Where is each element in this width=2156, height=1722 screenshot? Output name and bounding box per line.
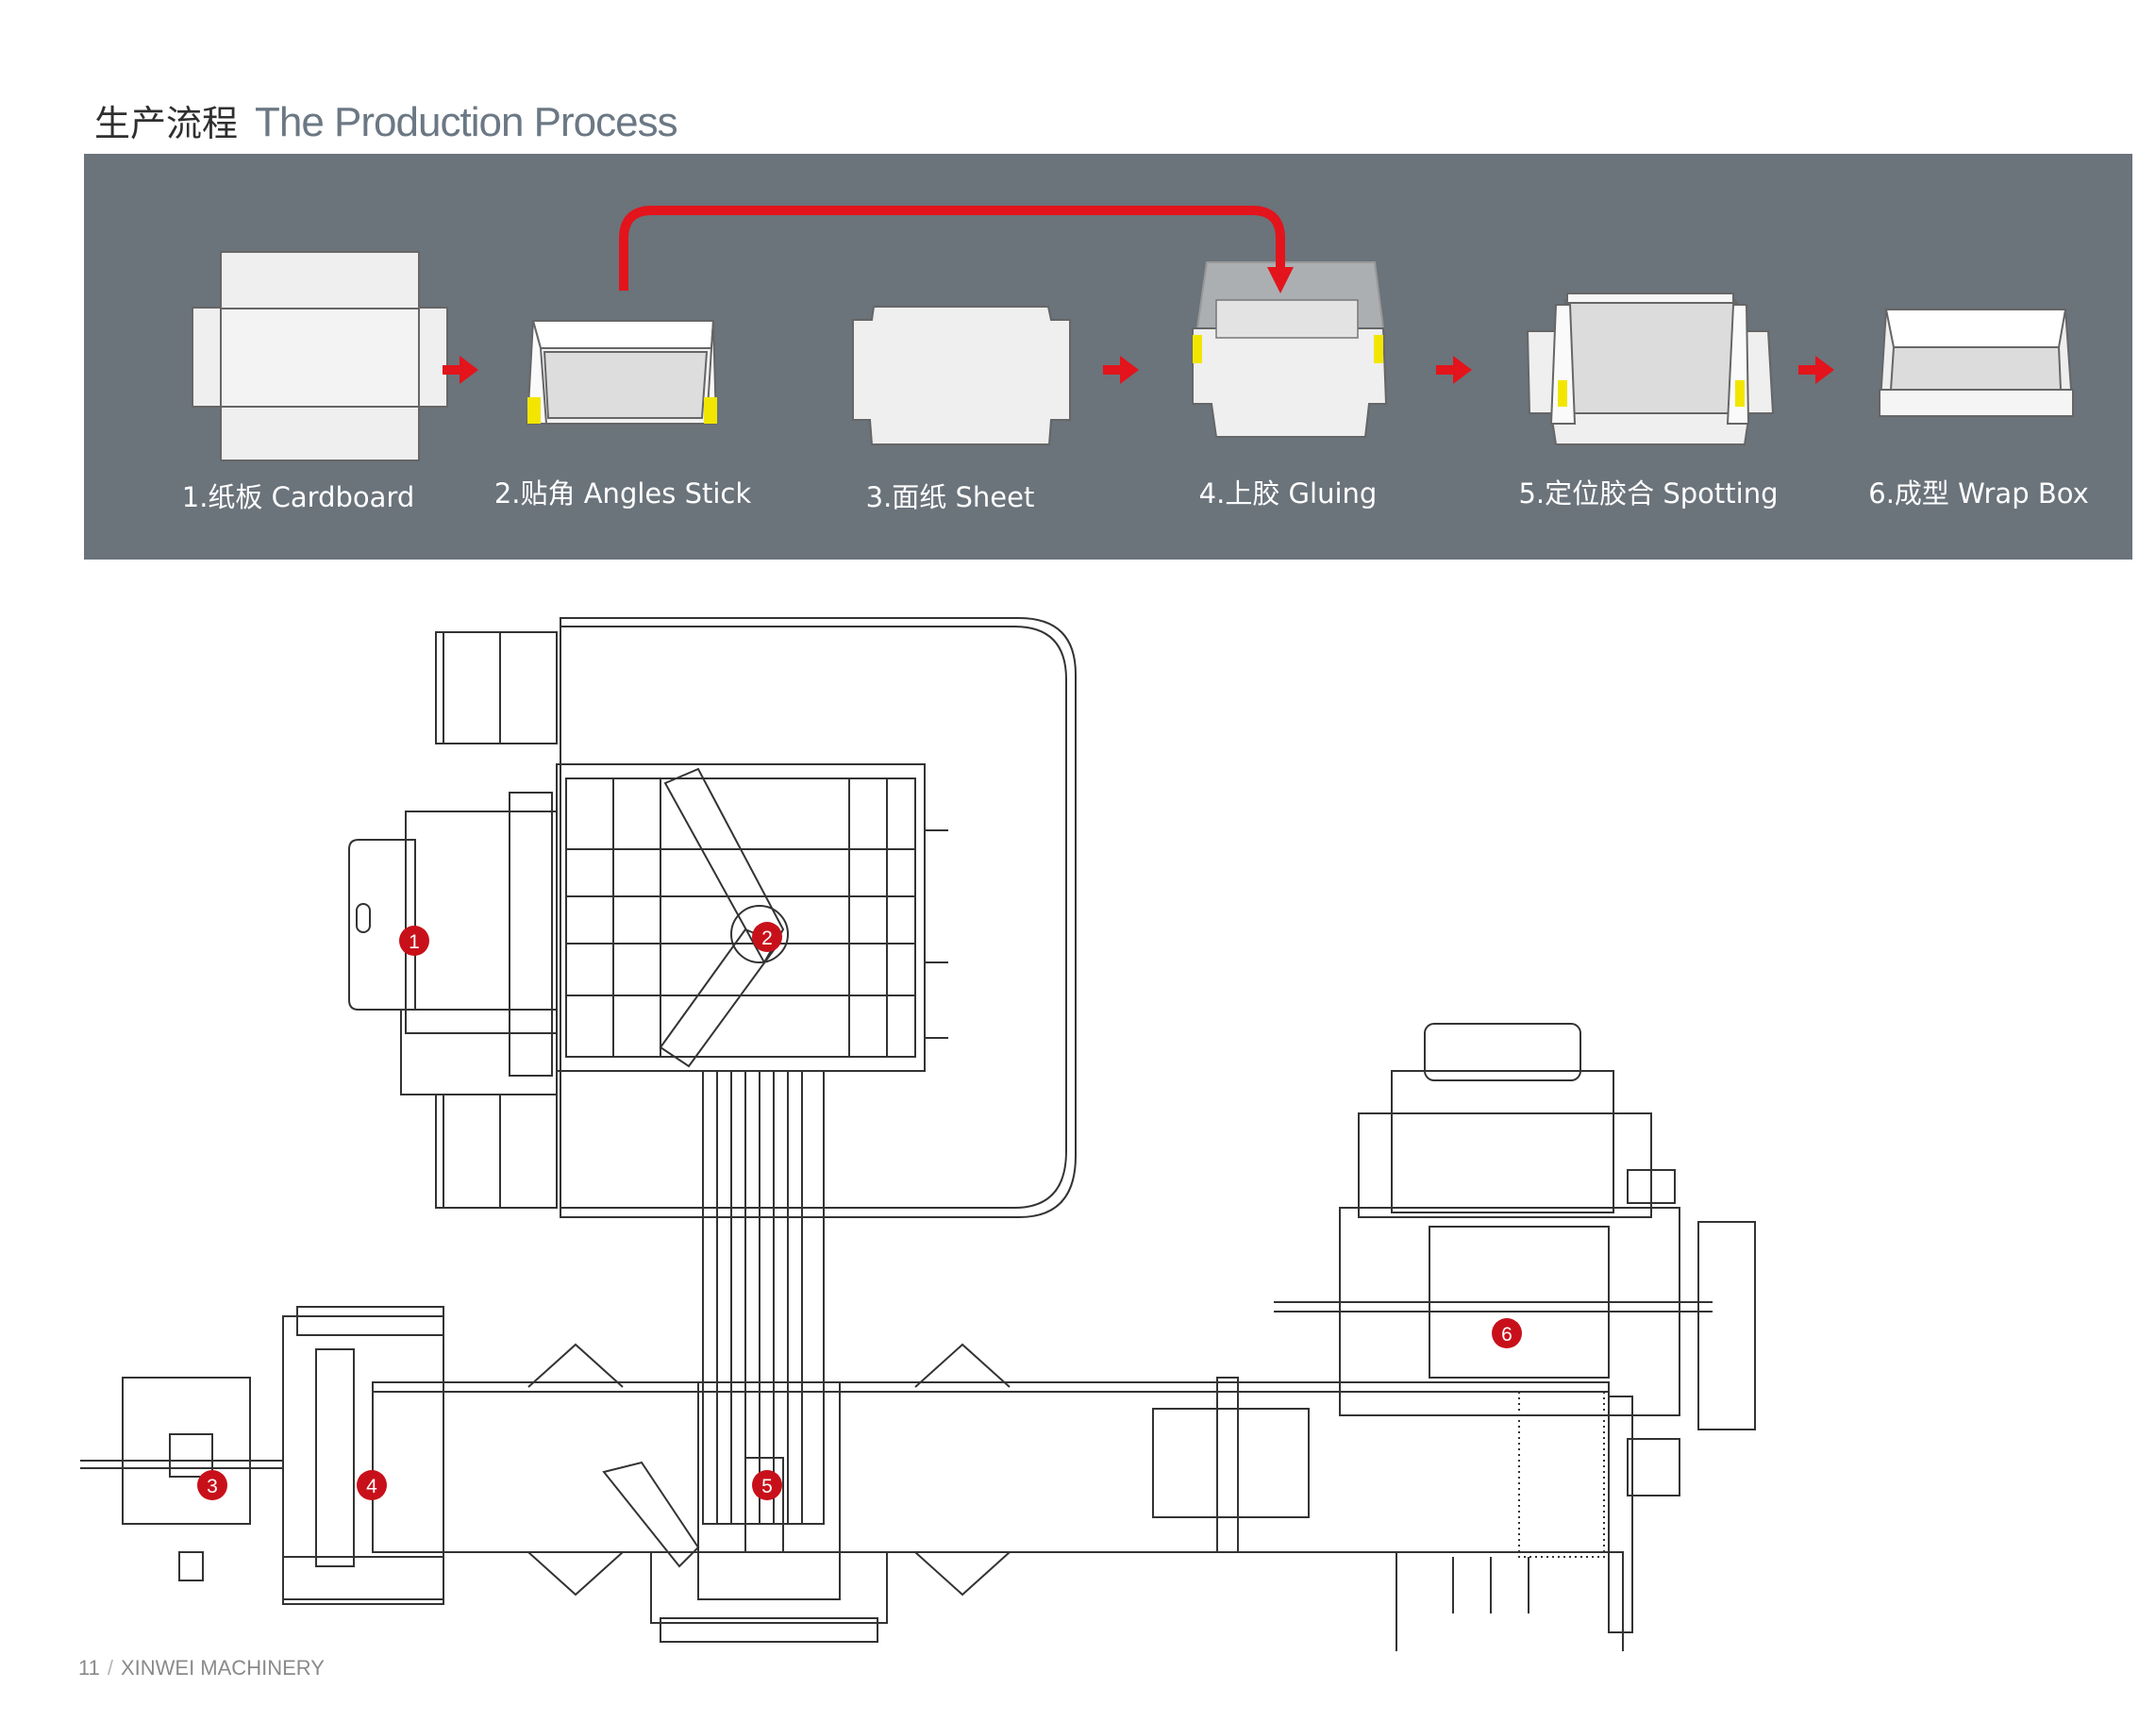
svg-text:2: 2 (761, 928, 773, 949)
svg-text:4: 4 (366, 1476, 377, 1497)
spotting-icon (1526, 293, 1775, 445)
feeder-unit (348, 617, 1077, 1218)
wrap-box-icon (1878, 309, 2075, 417)
step-label-sheet: 3.面纸 Sheet (865, 481, 1035, 513)
title-english: The Production Process (255, 99, 678, 145)
main-conveyor (372, 1343, 1610, 1597)
flow-arrow-1 (443, 356, 478, 384)
gluing-icon (1192, 261, 1388, 438)
svg-text:5: 5 (761, 1476, 773, 1497)
marker-4: 4 (357, 1470, 387, 1500)
marker-5: 5 (752, 1470, 782, 1500)
marker-2: 2 (752, 922, 782, 952)
process-panel: 1.纸板 Cardboard 2.贴角 Angles Stick 3.面纸 Sh… (84, 154, 2132, 560)
company-name: XINWEI MACHINERY (120, 1656, 325, 1680)
spotting-station (602, 1381, 888, 1643)
page-footer: 11 / XINWEI MACHINERY (78, 1656, 325, 1680)
sheet-icon (852, 306, 1071, 445)
forming-unit (1274, 1023, 1756, 1651)
marker-3: 3 (197, 1470, 227, 1500)
step-label-spotting: 5.定位胶合 Spotting (1518, 477, 1779, 510)
step-label-wrap-box: 6.成型 Wrap Box (1868, 477, 2089, 510)
flow-arrow-2 (1103, 356, 1139, 384)
page-number: 11 (78, 1656, 100, 1680)
glue-transfer-arrow (619, 206, 1285, 291)
flow-arrow-4 (1798, 356, 1834, 384)
page-title: 生产流程 The Production Process (94, 94, 678, 160)
svg-text:3: 3 (207, 1476, 218, 1497)
step-label-angles-stick: 2.贴角 Angles Stick (493, 477, 752, 510)
title-chinese: 生产流程 (94, 103, 239, 144)
machine-layout-drawing: 1 2 3 4 5 6 (80, 617, 1756, 1651)
step-label-cardboard: 1.纸板 Cardboard (181, 481, 415, 513)
flow-arrow-3 (1436, 356, 1472, 384)
glue-transfer-arrowhead (1267, 267, 1294, 293)
left-unit (80, 1306, 444, 1605)
marker-1: 1 (399, 926, 429, 956)
svg-text:6: 6 (1501, 1324, 1513, 1346)
svg-text:1: 1 (409, 931, 420, 953)
cardboard-icon (192, 251, 448, 461)
vertical-conveyor (702, 1070, 825, 1525)
marker-6: 6 (1492, 1318, 1522, 1348)
process-illustration (192, 206, 2075, 461)
footer-separator: / (107, 1656, 113, 1680)
step-label-gluing: 4.上胶 Gluing (1198, 477, 1378, 510)
angles-stick-icon (526, 320, 718, 425)
